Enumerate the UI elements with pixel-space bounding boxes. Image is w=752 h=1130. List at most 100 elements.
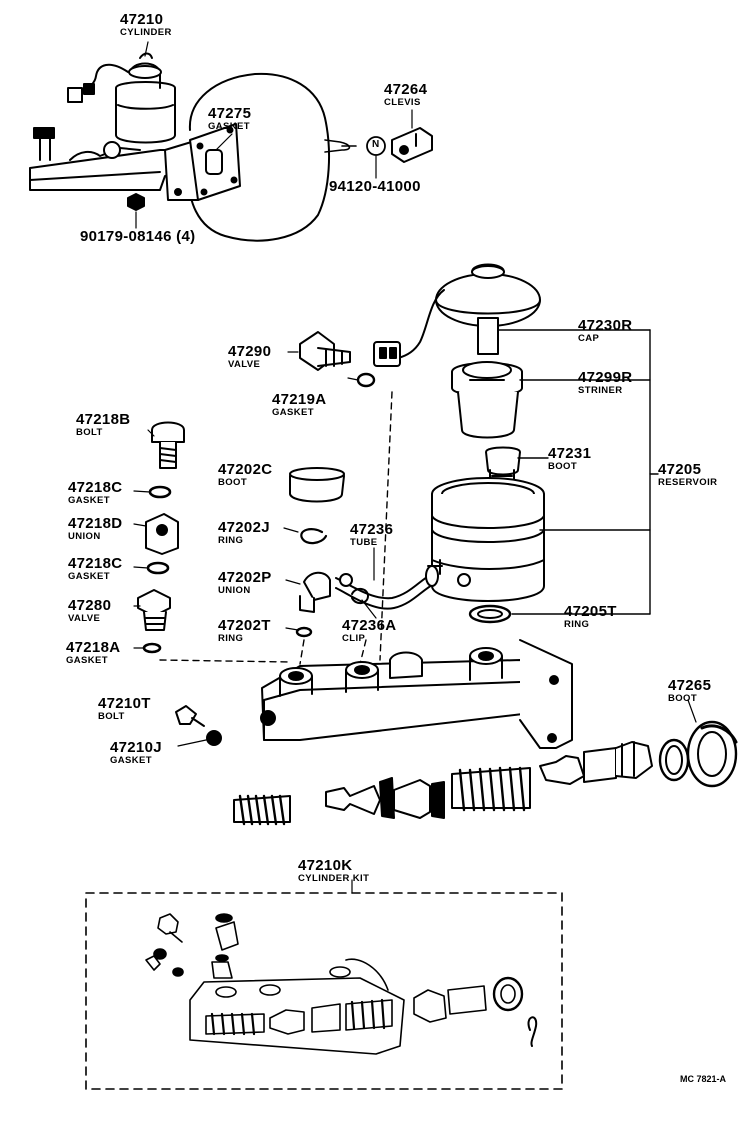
valve-47290-image [299, 331, 351, 371]
part-name: GASKET [110, 755, 152, 766]
reservoir-bracket [497, 329, 659, 615]
label-47236: 47236 TUBE [350, 522, 393, 548]
reservoir-body-image [427, 477, 545, 602]
reservoir-ring-image [468, 604, 512, 624]
part-name: GASKET [66, 655, 108, 666]
gasket-47219a-image [356, 372, 376, 388]
part-name: RING [218, 633, 244, 644]
label-47219a: 47219A GASKET [272, 392, 326, 418]
label-47218a: 47218A GASKET [66, 640, 120, 666]
part-name: BOLT [98, 711, 125, 722]
ring-47202t-image [295, 626, 313, 638]
part-name: GASKET [68, 495, 110, 506]
label-47231: 47231 BOOT [548, 446, 591, 472]
part-number: 47299R [578, 369, 633, 386]
part-number: 47218A [66, 639, 121, 656]
master-cylinder-body-image [260, 639, 573, 749]
part-number: 47210 [120, 11, 164, 28]
part-name: BOLT [76, 427, 103, 438]
part-name: VALVE [68, 613, 101, 624]
part-number: 47230R [578, 317, 633, 334]
label-47299r: 47299R STRINER [578, 370, 632, 396]
ring-47202j-image [300, 528, 328, 545]
leader-lines-left [133, 351, 697, 747]
label-47290: 47290 VALVE [228, 344, 271, 370]
part-name: CYLINDER [120, 27, 172, 38]
label-47218c-bottom: 47218C GASKET [68, 556, 122, 582]
part-number: 94120-41000 [329, 178, 421, 195]
valve-47280-image [137, 589, 171, 631]
part-name: GASKET [272, 407, 314, 418]
nut-marker [366, 136, 386, 156]
part-number: 47290 [228, 343, 272, 360]
piston-assembly-image [233, 720, 738, 826]
part-number: 47236A [342, 617, 397, 634]
label-47202p: 47202P UNION [218, 570, 272, 596]
part-number: 47202C [218, 461, 273, 478]
master-cylinder-top-image [29, 52, 241, 211]
label-47218b: 47218B BOLT [76, 412, 130, 438]
label-47265: 47265 BOOT [668, 678, 711, 704]
part-number: 47231 [548, 445, 592, 462]
label-47205: 47205 RESERVOIR [658, 462, 717, 488]
reservoir-cap-image [373, 263, 541, 367]
part-name: BOOT [218, 477, 248, 488]
part-number: 47264 [384, 81, 428, 98]
clip-47236a-image [351, 588, 369, 604]
label-47218c-top: 47218C GASKET [68, 480, 122, 506]
part-name: BOOT [548, 461, 578, 472]
part-number: 47210T [98, 695, 151, 712]
label-90179: 90179-08146 (4) [80, 229, 195, 244]
clevis-image [391, 127, 433, 163]
part-number: 47210J [110, 739, 162, 756]
part-name: CLEVIS [384, 97, 421, 108]
part-name: VALVE [228, 359, 261, 370]
gasket-47218c-bottom-image [146, 561, 170, 575]
part-name: UNION [68, 531, 101, 542]
gasket-47210j-image [206, 730, 222, 746]
assembly-guides [159, 391, 393, 665]
label-47230r: 47230R CAP [578, 318, 632, 344]
brake-booster-outline [188, 72, 357, 242]
part-name: CLIP [342, 633, 366, 644]
label-47202j: 47202J RING [218, 520, 270, 546]
part-number: 47202P [218, 569, 272, 586]
bolt-47210t-image [175, 705, 205, 727]
part-number: 47218D [68, 515, 123, 532]
part-number: 47210K [298, 857, 353, 874]
strainer-image [451, 361, 523, 439]
label-47202t: 47202T RING [218, 618, 271, 644]
label-47218d: 47218D UNION [68, 516, 122, 542]
leader-lines-top [135, 41, 413, 229]
part-number: 47280 [68, 597, 112, 614]
label-47210: 47210 CYLINDER [120, 12, 172, 38]
part-number: 47205T [564, 603, 617, 620]
part-name: RING [218, 535, 244, 546]
cylinder-kit-contents-image [145, 913, 538, 1055]
part-number: 47218C [68, 479, 123, 496]
cylinder-kit-box [85, 879, 563, 1090]
part-number: 47205 [658, 461, 702, 478]
part-name: STRINER [578, 385, 623, 396]
part-number: 47236 [350, 521, 394, 538]
part-name: GASKET [68, 571, 110, 582]
part-name: CYLINDER KIT [298, 873, 370, 884]
label-47202c: 47202C BOOT [218, 462, 272, 488]
part-name: RESERVOIR [658, 477, 718, 488]
part-name: GASKET [208, 121, 250, 132]
part-number: 90179-08146 (4) [80, 228, 196, 245]
part-number: 47202T [218, 617, 271, 634]
part-name: TUBE [350, 537, 378, 548]
tube-47236-image [335, 565, 439, 610]
label-47210j: 47210J GASKET [110, 740, 162, 766]
label-94120: 94120-41000 [329, 179, 421, 194]
label-47264: 47264 CLEVIS [384, 82, 427, 108]
nut-marker-label: N [372, 139, 380, 150]
part-number: 47275 [208, 105, 252, 122]
part-number: 47202J [218, 519, 270, 536]
bolt-47218b-image [151, 421, 185, 469]
boot-47202c-image [289, 467, 345, 503]
part-number: 47218C [68, 555, 123, 572]
part-name: RING [564, 619, 590, 630]
